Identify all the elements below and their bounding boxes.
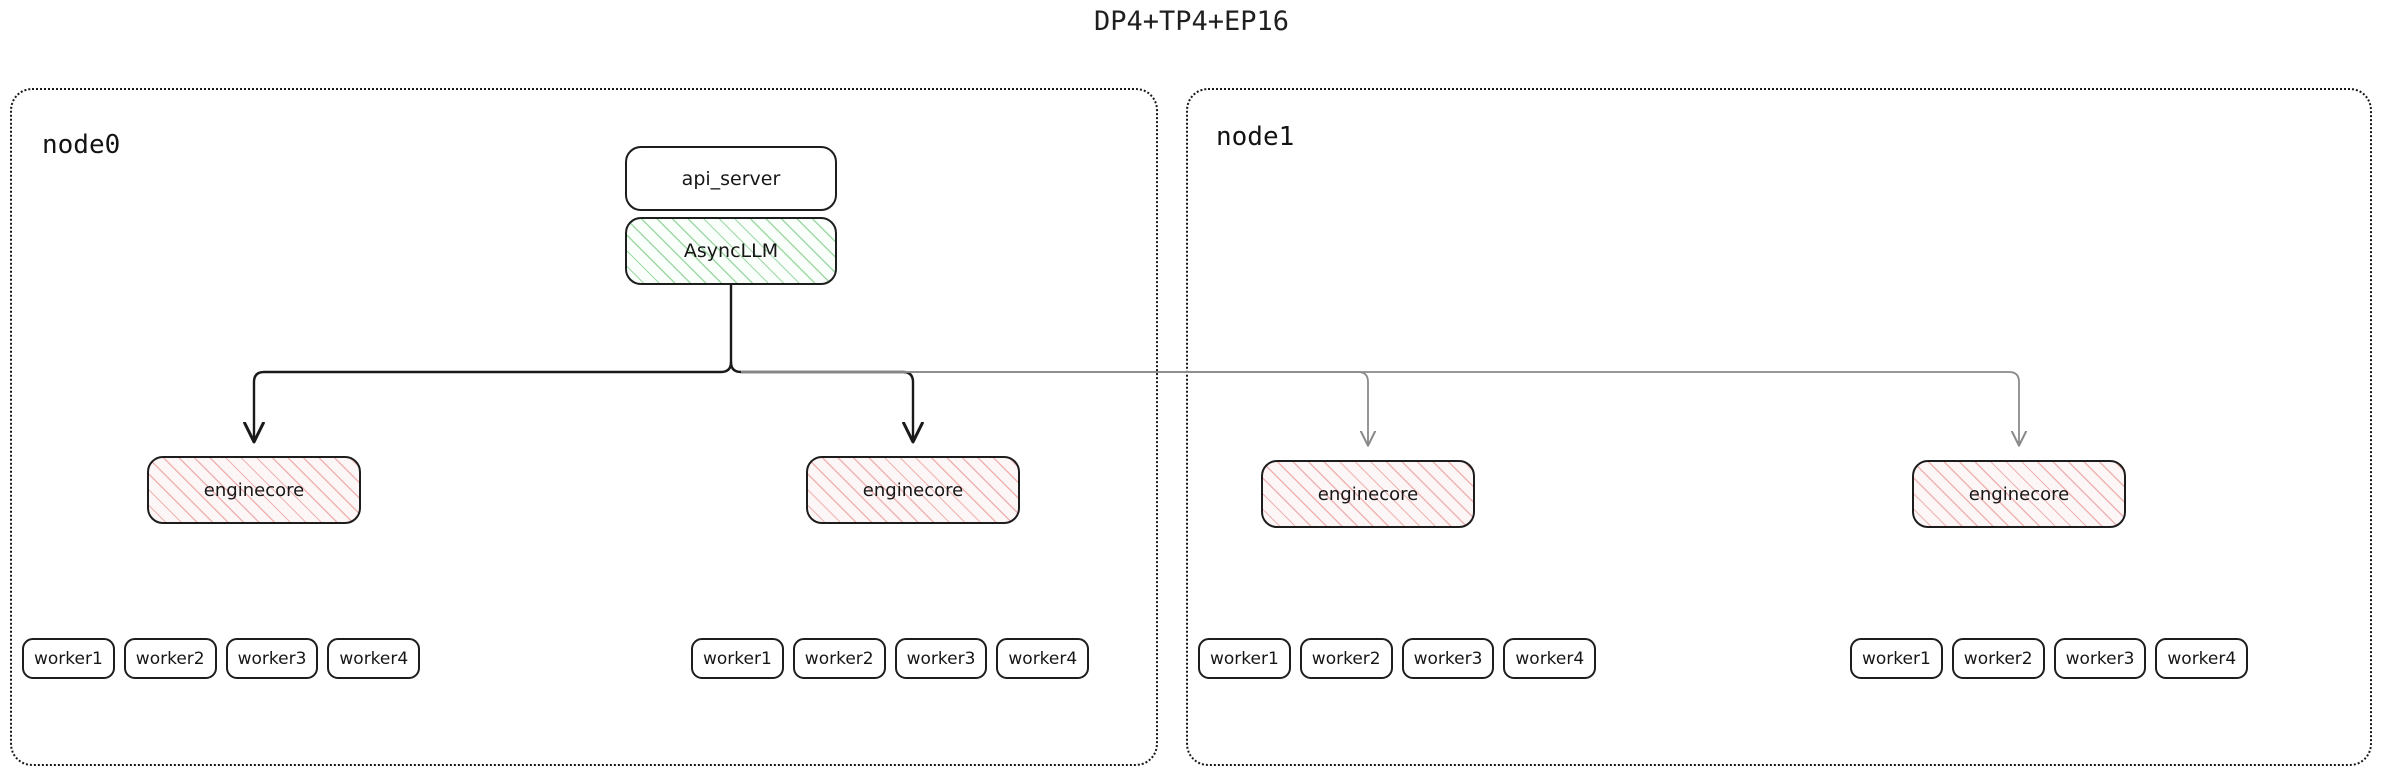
worker-box[interactable]: worker4 (327, 638, 421, 679)
node-label-node0: node0 (42, 130, 121, 160)
worker-label: worker3 (906, 648, 976, 669)
asyncllm-box[interactable]: AsyncLLM (625, 217, 837, 285)
enginecore-label: enginecore (1968, 483, 2070, 505)
worker-box[interactable]: worker4 (1503, 638, 1597, 679)
enginecore-label: enginecore (862, 479, 964, 501)
asyncllm-label: AsyncLLM (683, 240, 779, 262)
worker-box[interactable]: worker2 (1951, 638, 2045, 679)
worker-label: worker2 (135, 648, 205, 669)
worker-label: worker1 (1862, 648, 1931, 669)
enginecore-box[interactable]: enginecore (806, 456, 1020, 524)
worker-box[interactable]: worker1 (1850, 638, 1943, 679)
worker-box[interactable]: worker2 (792, 638, 886, 679)
worker-label: worker1 (1210, 648, 1279, 669)
worker-box[interactable]: worker3 (225, 638, 319, 679)
worker-label: worker1 (34, 648, 103, 669)
worker-label: worker4 (1515, 648, 1585, 669)
worker-label: worker3 (1413, 648, 1483, 669)
worker-box[interactable]: worker1 (1198, 638, 1291, 679)
enginecore-label: enginecore (203, 479, 305, 501)
node-label-node1: node1 (1216, 122, 1295, 152)
worker-box[interactable]: worker3 (2053, 638, 2147, 679)
worker-label: worker4 (1008, 648, 1078, 669)
worker-box[interactable]: worker3 (894, 638, 988, 679)
enginecore-box[interactable]: enginecore (1261, 460, 1475, 528)
worker-box[interactable]: worker3 (1401, 638, 1495, 679)
page-title: DP4+TP4+EP16 (1093, 6, 1290, 37)
worker-label: worker3 (2065, 648, 2135, 669)
worker-box[interactable]: worker4 (2155, 638, 2249, 679)
worker-label: worker2 (1311, 648, 1381, 669)
worker-label: worker1 (703, 648, 772, 669)
worker-box[interactable]: worker2 (123, 638, 217, 679)
worker-box[interactable]: worker4 (996, 638, 1090, 679)
worker-box[interactable]: worker1 (691, 638, 784, 679)
worker-label: worker3 (237, 648, 307, 669)
api-server-label: api_server (681, 167, 781, 190)
worker-label: worker4 (339, 648, 409, 669)
enginecore-box[interactable]: enginecore (147, 456, 361, 524)
worker-box[interactable]: worker2 (1299, 638, 1393, 679)
worker-box[interactable]: worker1 (22, 638, 115, 679)
enginecore-label: enginecore (1317, 483, 1419, 505)
api-server-box[interactable]: api_server (625, 146, 837, 211)
worker-label: worker2 (804, 648, 874, 669)
worker-label: worker2 (1963, 648, 2033, 669)
enginecore-box[interactable]: enginecore (1912, 460, 2126, 528)
worker-label: worker4 (2167, 648, 2237, 669)
